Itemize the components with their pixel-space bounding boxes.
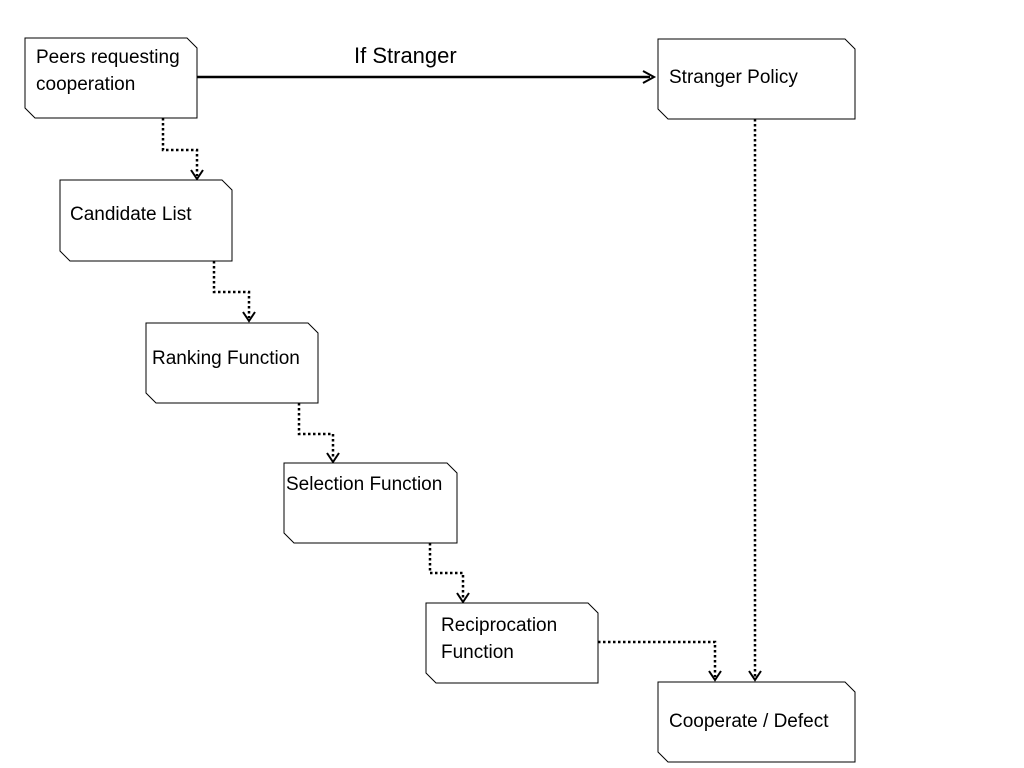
- node-ranking-function: Ranking Function: [145, 322, 319, 404]
- node-cooperate-defect: Cooperate / Defect: [657, 681, 856, 763]
- node-label-line: Selection Function: [286, 474, 442, 495]
- node-label-line: Candidate List: [70, 204, 192, 225]
- edge-stranger-to-cooperate: [748, 119, 762, 682]
- node-label-line: Peers requesting: [36, 47, 180, 68]
- node-peers-requesting-cooperation: Peers requesting cooperation: [24, 37, 198, 119]
- node-label-line: Stranger Policy: [669, 67, 798, 88]
- edge-label-if-stranger: If Stranger: [354, 43, 457, 68]
- node-label-line: Ranking Function: [152, 348, 300, 369]
- node-candidate-list: Candidate List: [59, 179, 233, 262]
- node-label-line: cooperation: [36, 74, 135, 95]
- edge-selection-to-reciprocation: [428, 543, 470, 604]
- edge-reciprocation-to-cooperate: [598, 640, 722, 682]
- node-selection-function: Selection Function: [283, 462, 458, 544]
- node-label-line: Cooperate / Defect: [669, 711, 829, 732]
- node-stranger-policy: Stranger Policy: [657, 38, 856, 120]
- edge-peers-to-stranger: [197, 70, 657, 84]
- edge-candidate-to-ranking: [212, 261, 256, 323]
- svg-text:Peers requesting coopera: Peers requesting cooperation: [36, 47, 185, 95]
- svg-text:Reciprocation Function: Reciprocation Function: [441, 615, 562, 663]
- node-label-line: Reciprocation: [441, 615, 557, 636]
- node-label-line: Function: [441, 642, 514, 663]
- node-reciprocation-function: Reciprocation Function: [425, 602, 599, 684]
- edge-ranking-to-selection: [297, 403, 340, 464]
- edge-peers-to-candidate: [161, 118, 204, 181]
